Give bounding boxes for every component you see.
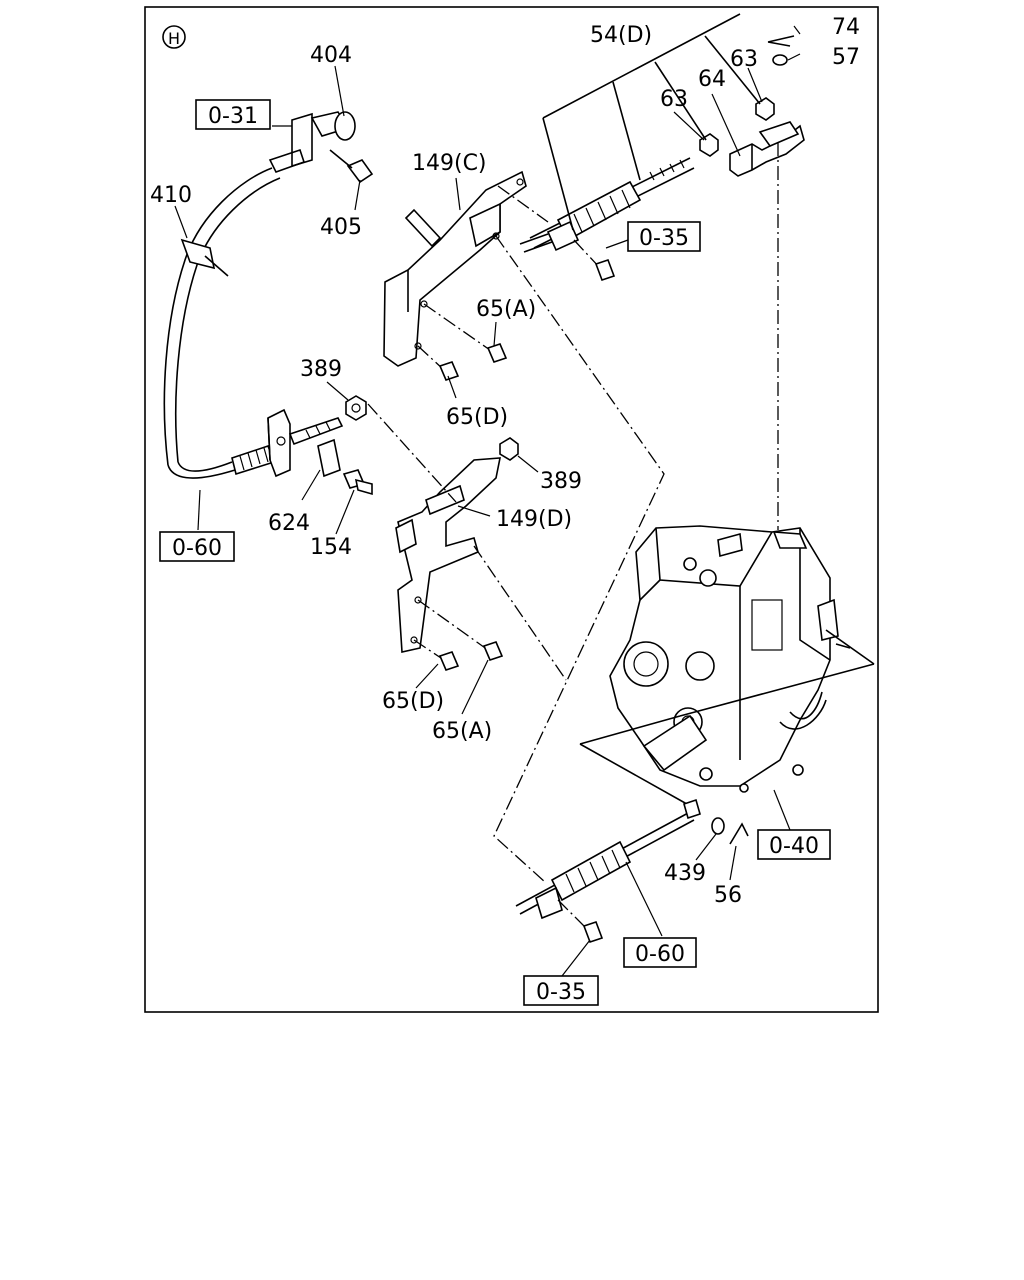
label-154: 154	[310, 535, 352, 560]
label-149c: 149(C)	[412, 151, 487, 176]
label-54d: 54(D)	[590, 23, 652, 48]
label-leaders	[174, 25, 801, 977]
bolt-405	[329, 149, 374, 184]
bolt-65d-bottom	[413, 639, 460, 671]
label-65d-top: 65(D)	[446, 405, 508, 430]
pump-lever-leaders	[579, 629, 875, 809]
label-74: 74	[832, 15, 860, 40]
ref-label-0-60-left: 0-60	[172, 536, 222, 561]
label-63-a: 63	[660, 87, 688, 112]
label-404: 404	[310, 43, 352, 68]
injection-pump	[609, 525, 851, 793]
washer-439	[711, 817, 725, 835]
plate-624	[317, 438, 341, 478]
cable-bracket-block	[267, 408, 344, 478]
label-149d: 149(D)	[496, 507, 572, 532]
label-65a-bottom: 65(A)	[432, 719, 492, 744]
label-410: 410	[150, 183, 192, 208]
ref-box-0-35-top: 0-35	[627, 221, 701, 252]
bolt-65d-top	[417, 345, 460, 381]
part-labels: 404 405 410 389 389 624 154 149(C) 149(D…	[150, 15, 860, 908]
label-439: 439	[664, 861, 706, 886]
chain-lines	[367, 185, 665, 883]
ref-box-0-31: 0-31	[195, 99, 271, 130]
bracket-149d	[395, 457, 501, 653]
ref-label-0-35-top: 0-35	[639, 226, 689, 251]
label-65d-bottom: 65(D)	[382, 689, 444, 714]
label-57: 57	[832, 45, 860, 70]
ref-box-0-60-bottom: 0-60	[623, 937, 697, 968]
label-63-b: 63	[730, 47, 758, 72]
label-389-left: 389	[300, 357, 342, 382]
washer-57	[772, 54, 788, 66]
bracket-149c	[383, 170, 527, 367]
bolt-0-35-bottom	[557, 899, 604, 944]
ref-label-0-60-bottom: 0-60	[635, 942, 685, 967]
label-405: 405	[320, 215, 362, 240]
ref-label-0-40: 0-40	[769, 834, 819, 859]
cable-410-assembly	[163, 167, 281, 479]
label-389-center: 389	[540, 469, 582, 494]
label-65a-top: 65(A)	[476, 297, 536, 322]
nut-63-a	[699, 133, 719, 157]
ref-box-0-60-left: 0-60	[159, 531, 235, 562]
label-56: 56	[714, 883, 742, 908]
ref-box-0-40: 0-40	[757, 829, 831, 860]
cable-bottom	[515, 798, 701, 920]
bolt-65a-top	[423, 303, 508, 363]
clamp-404	[268, 111, 356, 173]
pin-74	[767, 35, 795, 47]
stud-154	[342, 469, 373, 496]
section-marker: H	[162, 25, 186, 49]
section-marker-letter: H	[168, 29, 180, 48]
bolt-0-35-top	[573, 239, 616, 282]
ref-box-0-35-bottom: 0-35	[523, 975, 599, 1006]
cable-54d-top	[519, 157, 695, 253]
label-64: 64	[698, 67, 726, 92]
nut-389-center	[499, 437, 519, 461]
ref-label-0-35-bottom: 0-35	[536, 980, 586, 1005]
diagram-frame	[144, 6, 879, 1013]
bolt-65a-bottom	[417, 599, 504, 661]
bracket-64	[729, 121, 805, 177]
ref-label-0-31: 0-31	[208, 104, 258, 129]
label-624: 624	[268, 511, 310, 536]
pin-56	[729, 822, 749, 845]
fan-leaders-54d	[542, 13, 761, 231]
nut-389-left	[345, 395, 367, 421]
